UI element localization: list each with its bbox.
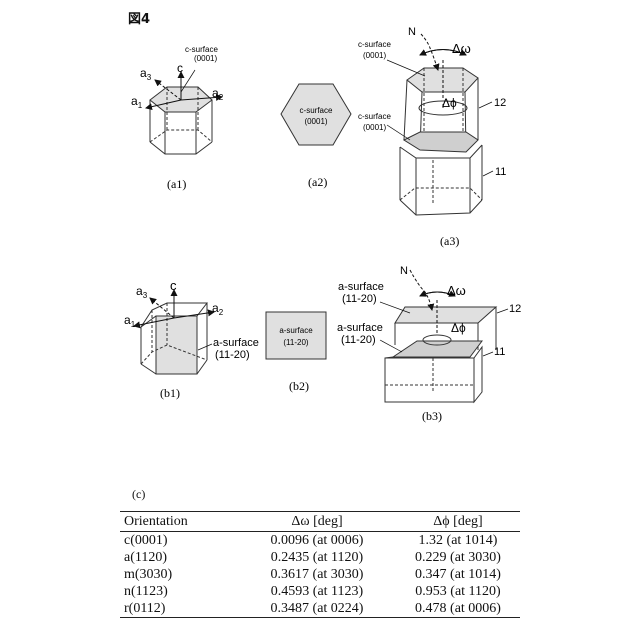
cell-delta-omega: 0.4593 (at 1123): [238, 583, 396, 600]
b3-mid-surface-index: (11-20): [341, 334, 376, 346]
a3-mid-surface-index: (0001): [363, 123, 386, 132]
cell-orientation: m(3030): [120, 566, 238, 583]
a1-surface-label: c-surface: [185, 45, 218, 54]
header-delta-omega: Δω [deg]: [238, 512, 396, 532]
cell-delta-phi: 0.229 (at 3030): [396, 549, 520, 566]
b3-ref-upper: 12: [509, 303, 521, 315]
table-row: c(0001) 0.0096 (at 0006) 1.32 (at 1014): [120, 532, 520, 550]
a3-interface-face: [404, 132, 478, 152]
a3-top-surface-index: (0001): [363, 51, 386, 60]
a2-surface-index: (0001): [304, 117, 327, 126]
a3-delta-omega: Δω: [452, 41, 471, 56]
panel-b3: [380, 270, 508, 402]
b2-surface-label: a-surface: [279, 326, 313, 335]
cell-delta-phi: 1.32 (at 1014): [396, 532, 520, 550]
caption-a2: (a2): [308, 175, 327, 189]
b3-top-surface-index: (11-20): [342, 293, 377, 305]
b3-interface-face: [393, 341, 482, 357]
b3-mid-surface-label: a-surface: [337, 322, 383, 334]
cell-delta-phi: 0.953 (at 1120): [396, 583, 520, 600]
caption-b1: (b1): [160, 386, 180, 400]
b1-a1-axis-label: a1: [124, 313, 136, 329]
caption-b2: (b2): [289, 379, 309, 393]
a1-a3-axis-label: a3: [140, 66, 152, 82]
caption-a3: (a3): [440, 234, 459, 248]
table-row: m(3030) 0.3617 (at 3030) 0.347 (at 1014): [120, 566, 520, 583]
b2-surface-index: (11-20): [283, 338, 309, 347]
cell-delta-omega: 0.2435 (at 1120): [238, 549, 396, 566]
caption-b3: (b3): [422, 409, 442, 423]
a1-a2-axis-label: a2: [212, 86, 224, 102]
b3-top-surface-label: a-surface: [338, 281, 384, 293]
a3-mid-surface-label: c-surface: [358, 112, 391, 121]
table-row: r(0112) 0.3487 (at 0224) 0.478 (at 0006): [120, 600, 520, 618]
cell-orientation: n(1123): [120, 583, 238, 600]
b3-delta-phi: Δϕ: [451, 321, 466, 335]
b1-surface-label: a-surface: [213, 337, 259, 349]
b1-surface-index: (11-20): [215, 349, 250, 361]
cell-orientation: a(1120): [120, 549, 238, 566]
a3-ref-lower: 11: [495, 166, 506, 178]
a3-normal-label: N: [408, 26, 416, 38]
cell-orientation: c(0001): [120, 532, 238, 550]
cell-orientation: r(0112): [120, 600, 238, 618]
table-header-row: Orientation Δω [deg] Δϕ [deg]: [120, 512, 520, 532]
table-row: n(1123) 0.4593 (at 1123) 0.953 (at 1120): [120, 583, 520, 600]
b3-normal-label: N: [400, 265, 408, 277]
panel-b1: [134, 290, 214, 374]
cell-delta-omega: 0.0096 (at 0006): [238, 532, 396, 550]
b2-rect-face: [266, 312, 326, 359]
table-row: a(1120) 0.2435 (at 1120) 0.229 (at 3030): [120, 549, 520, 566]
header-orientation: Orientation: [120, 512, 238, 532]
b1-front-face: [156, 316, 197, 374]
cell-delta-phi: 0.347 (at 1014): [396, 566, 520, 583]
a3-ref-upper: 12: [494, 97, 506, 109]
a1-c-axis-label: c: [177, 61, 183, 75]
b1-a2-axis-label: a2: [212, 301, 224, 317]
a3-top-surface-label: c-surface: [358, 40, 391, 49]
cell-delta-omega: 0.3487 (at 0224): [238, 600, 396, 618]
b1-c-axis-label: c: [170, 278, 177, 293]
results-table: Orientation Δω [deg] Δϕ [deg] c(0001) 0.…: [120, 511, 520, 618]
panel-a3: [387, 34, 493, 215]
header-delta-phi: Δϕ [deg]: [396, 512, 520, 532]
b1-a3-axis-label: a3: [136, 284, 148, 300]
panel-a1: [146, 70, 222, 154]
b3-top-face: [395, 307, 496, 323]
cell-delta-phi: 0.478 (at 0006): [396, 600, 520, 618]
a3-delta-phi: Δϕ: [442, 96, 457, 110]
a1-surface-index: (0001): [194, 54, 217, 63]
b3-ref-lower: 11: [494, 346, 505, 358]
b3-delta-omega: Δω: [447, 283, 466, 298]
cell-delta-omega: 0.3617 (at 3030): [238, 566, 396, 583]
caption-a1: (a1): [167, 177, 186, 191]
section-c-label: (c): [132, 487, 145, 502]
a1-a1-axis-label: a1: [131, 94, 143, 110]
a2-surface-label: c-surface: [300, 106, 333, 115]
